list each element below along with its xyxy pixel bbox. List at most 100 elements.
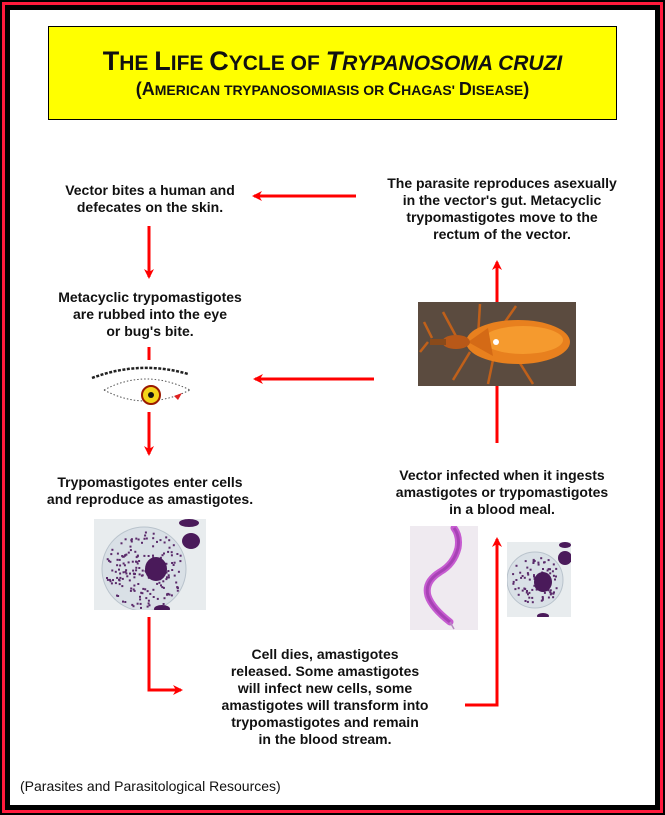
amastigote-dot <box>163 552 165 555</box>
amastigote-dot <box>133 589 136 592</box>
amastigote-dot <box>124 570 127 573</box>
amastigote-dot <box>159 556 162 559</box>
amastigote-dot <box>152 532 155 535</box>
amastigote-dot <box>135 537 138 540</box>
amastigote-dot <box>179 560 182 563</box>
title-text-part: C <box>209 46 229 76</box>
amastigote-dot <box>125 553 128 556</box>
amastigote-dot <box>171 562 174 564</box>
amastigote-dot <box>114 570 117 573</box>
amastigote-dot <box>148 604 151 607</box>
title-box: THE LIFE CYCLE OF TRYPANOSOMA CRUZI (AME… <box>48 26 617 120</box>
amastigote-dot <box>143 554 146 557</box>
amastigote-dot <box>535 588 538 591</box>
amastigote-dot <box>543 591 546 594</box>
amastigote-dot <box>106 558 109 561</box>
amastigote-dot <box>532 558 535 561</box>
amastigote-dot <box>521 575 524 577</box>
amastigote-dot <box>152 588 155 591</box>
amastigote-dot <box>524 600 527 602</box>
amastigote-dot <box>553 591 555 594</box>
amastigote-dot <box>526 600 529 603</box>
amastigote-dot <box>159 539 162 542</box>
amastigote-dot <box>110 553 113 556</box>
eye-image <box>90 360 200 412</box>
amastigote-dot <box>152 596 155 598</box>
amastigote-dot <box>133 576 136 579</box>
amastigote-dot <box>527 573 530 576</box>
amastigote-dot <box>128 579 131 582</box>
title-text-part: RYPANOSOMA CRUZI <box>342 52 563 75</box>
amastigote-dot <box>528 596 531 599</box>
amastigote-dot <box>145 597 148 600</box>
amastigote-dot <box>523 576 526 579</box>
amastigote-dot <box>552 596 555 599</box>
amastigote-dot <box>552 563 555 566</box>
title-text-part: L <box>154 46 171 76</box>
amastigote-dot <box>524 560 527 563</box>
amastigote-dot <box>551 570 554 573</box>
title-text-part: D <box>458 79 472 99</box>
amastigote-dot <box>517 593 520 596</box>
amastigote-dot <box>175 581 178 584</box>
amastigote-dot <box>172 564 175 566</box>
source-credit: (Parasites and Parasitological Resources… <box>20 778 281 794</box>
amastigote-dot <box>122 600 124 603</box>
amastigote-dot <box>177 570 180 573</box>
diagram-title: THE LIFE CYCLE OF TRYPANOSOMA CRUZI <box>49 46 616 77</box>
amastigote-dot <box>130 540 133 543</box>
amastigote-dot <box>170 554 173 557</box>
amastigote-dot <box>138 573 141 576</box>
amastigote-dot <box>168 539 171 542</box>
amastigote-dot <box>167 570 170 572</box>
amastigote-dot <box>140 574 143 577</box>
amastigote-dot <box>149 592 152 595</box>
amastigote-dot <box>549 572 552 575</box>
step-vector-bites: Vector bites a human and defecates on th… <box>65 182 235 215</box>
amastigote-dot <box>170 551 173 554</box>
amastigote-dot <box>121 555 124 557</box>
amastigote-dot <box>146 590 149 593</box>
amastigote-dot <box>161 554 164 557</box>
amastigote-dot <box>117 595 120 597</box>
amastigote-dot <box>552 574 555 577</box>
amastigote-dot <box>122 562 125 565</box>
title-text-part: YCLE OF <box>228 52 326 75</box>
amastigote-dot <box>555 575 557 578</box>
amastigote-dot <box>531 596 534 599</box>
amastigote-dot <box>124 538 127 541</box>
amastigote-dot <box>133 573 136 576</box>
amastigote-dot <box>133 584 136 587</box>
amastigote-dot <box>162 603 165 605</box>
amastigote-dot <box>129 545 132 548</box>
amastigote-dot <box>549 568 551 571</box>
arrow-celldies-to-infected <box>465 537 502 707</box>
amastigote-dot <box>547 568 550 571</box>
amastigote-dot <box>136 602 139 605</box>
amastigote-dot <box>122 555 125 558</box>
amastigote-dot <box>118 583 121 586</box>
amastigote-dot <box>526 572 529 575</box>
amastigote-dot <box>549 593 552 596</box>
title-text-part: HAGAS' <box>401 82 459 98</box>
amastigote-dot <box>514 588 517 591</box>
amastigote-dot <box>526 590 528 592</box>
arrow-enter-to-celldies <box>147 617 183 695</box>
amastigote-dot <box>540 557 543 560</box>
diagram-subtitle: (AMERICAN TRYPANOSOMIASIS OR CHAGAS' DIS… <box>49 79 616 100</box>
amastigote-dot <box>167 550 170 553</box>
amastigote-dot <box>160 584 162 587</box>
amastigote-dot <box>135 560 137 563</box>
amastigote-dot <box>173 574 176 577</box>
amastigote-dot <box>147 599 150 602</box>
amastigote-dot <box>118 568 120 571</box>
amastigote-dot <box>541 598 544 601</box>
amastigote-dot <box>131 603 134 606</box>
amastigote-dot <box>124 601 127 603</box>
amastigote-dot <box>129 549 132 552</box>
amastigote-dot <box>141 541 143 544</box>
title-text-part: IFE <box>170 52 210 75</box>
amastigote-dot <box>130 587 133 590</box>
amastigote-dot <box>512 573 515 576</box>
amastigote-dot <box>168 546 171 549</box>
